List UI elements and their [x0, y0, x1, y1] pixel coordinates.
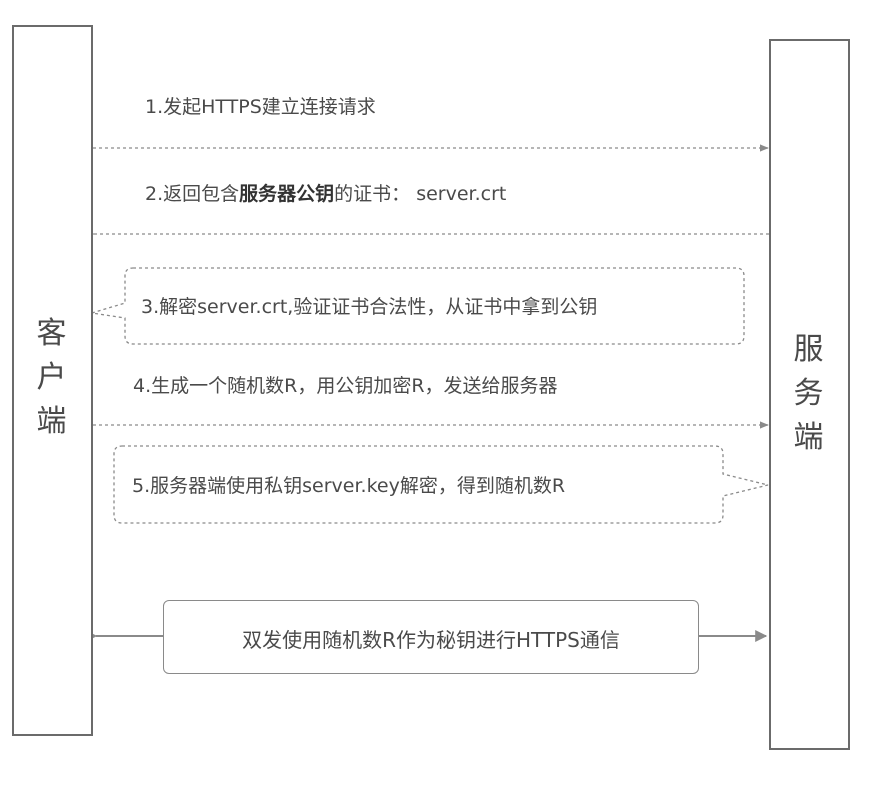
step5-callout	[113, 445, 769, 524]
step2-label-bold: 服务器公钥	[239, 183, 335, 205]
step4-label: 4.生成一个随机数R，用公钥加密R，发送给服务器	[133, 375, 558, 397]
step3-label: 3.解密server.crt,验证证书合法性，从证书中拿到公钥	[141, 296, 598, 318]
client-label: 客 户 端	[14, 312, 91, 444]
client-label-char: 端	[36, 404, 69, 439]
step1-label: 1.发起HTTPS建立连接请求	[145, 96, 376, 118]
server-label: 服 务 端	[771, 328, 848, 460]
step2-label-suffix: 的证书： server.crt	[334, 183, 507, 205]
server-label-char: 服	[793, 332, 826, 367]
step5-label: 5.服务器端使用私钥server.key解密，得到随机数R	[132, 475, 566, 497]
step3-callout	[91, 267, 745, 345]
server-box: 服 务 端	[769, 39, 850, 750]
final-communication-label: 双发使用随机数R作为秘钥进行HTTPS通信	[242, 628, 620, 652]
client-box: 客 户 端	[12, 25, 93, 736]
client-label-char: 客	[36, 316, 69, 351]
client-label-char: 户	[36, 360, 69, 395]
server-label-char: 务	[793, 376, 826, 411]
step2-label: 2.返回包含服务器公钥的证书： server.crt	[145, 179, 506, 206]
final-communication-box: 双发使用随机数R作为秘钥进行HTTPS通信	[163, 600, 699, 674]
step2-label-prefix: 2.返回包含	[145, 183, 240, 205]
server-label-char: 端	[793, 420, 826, 455]
